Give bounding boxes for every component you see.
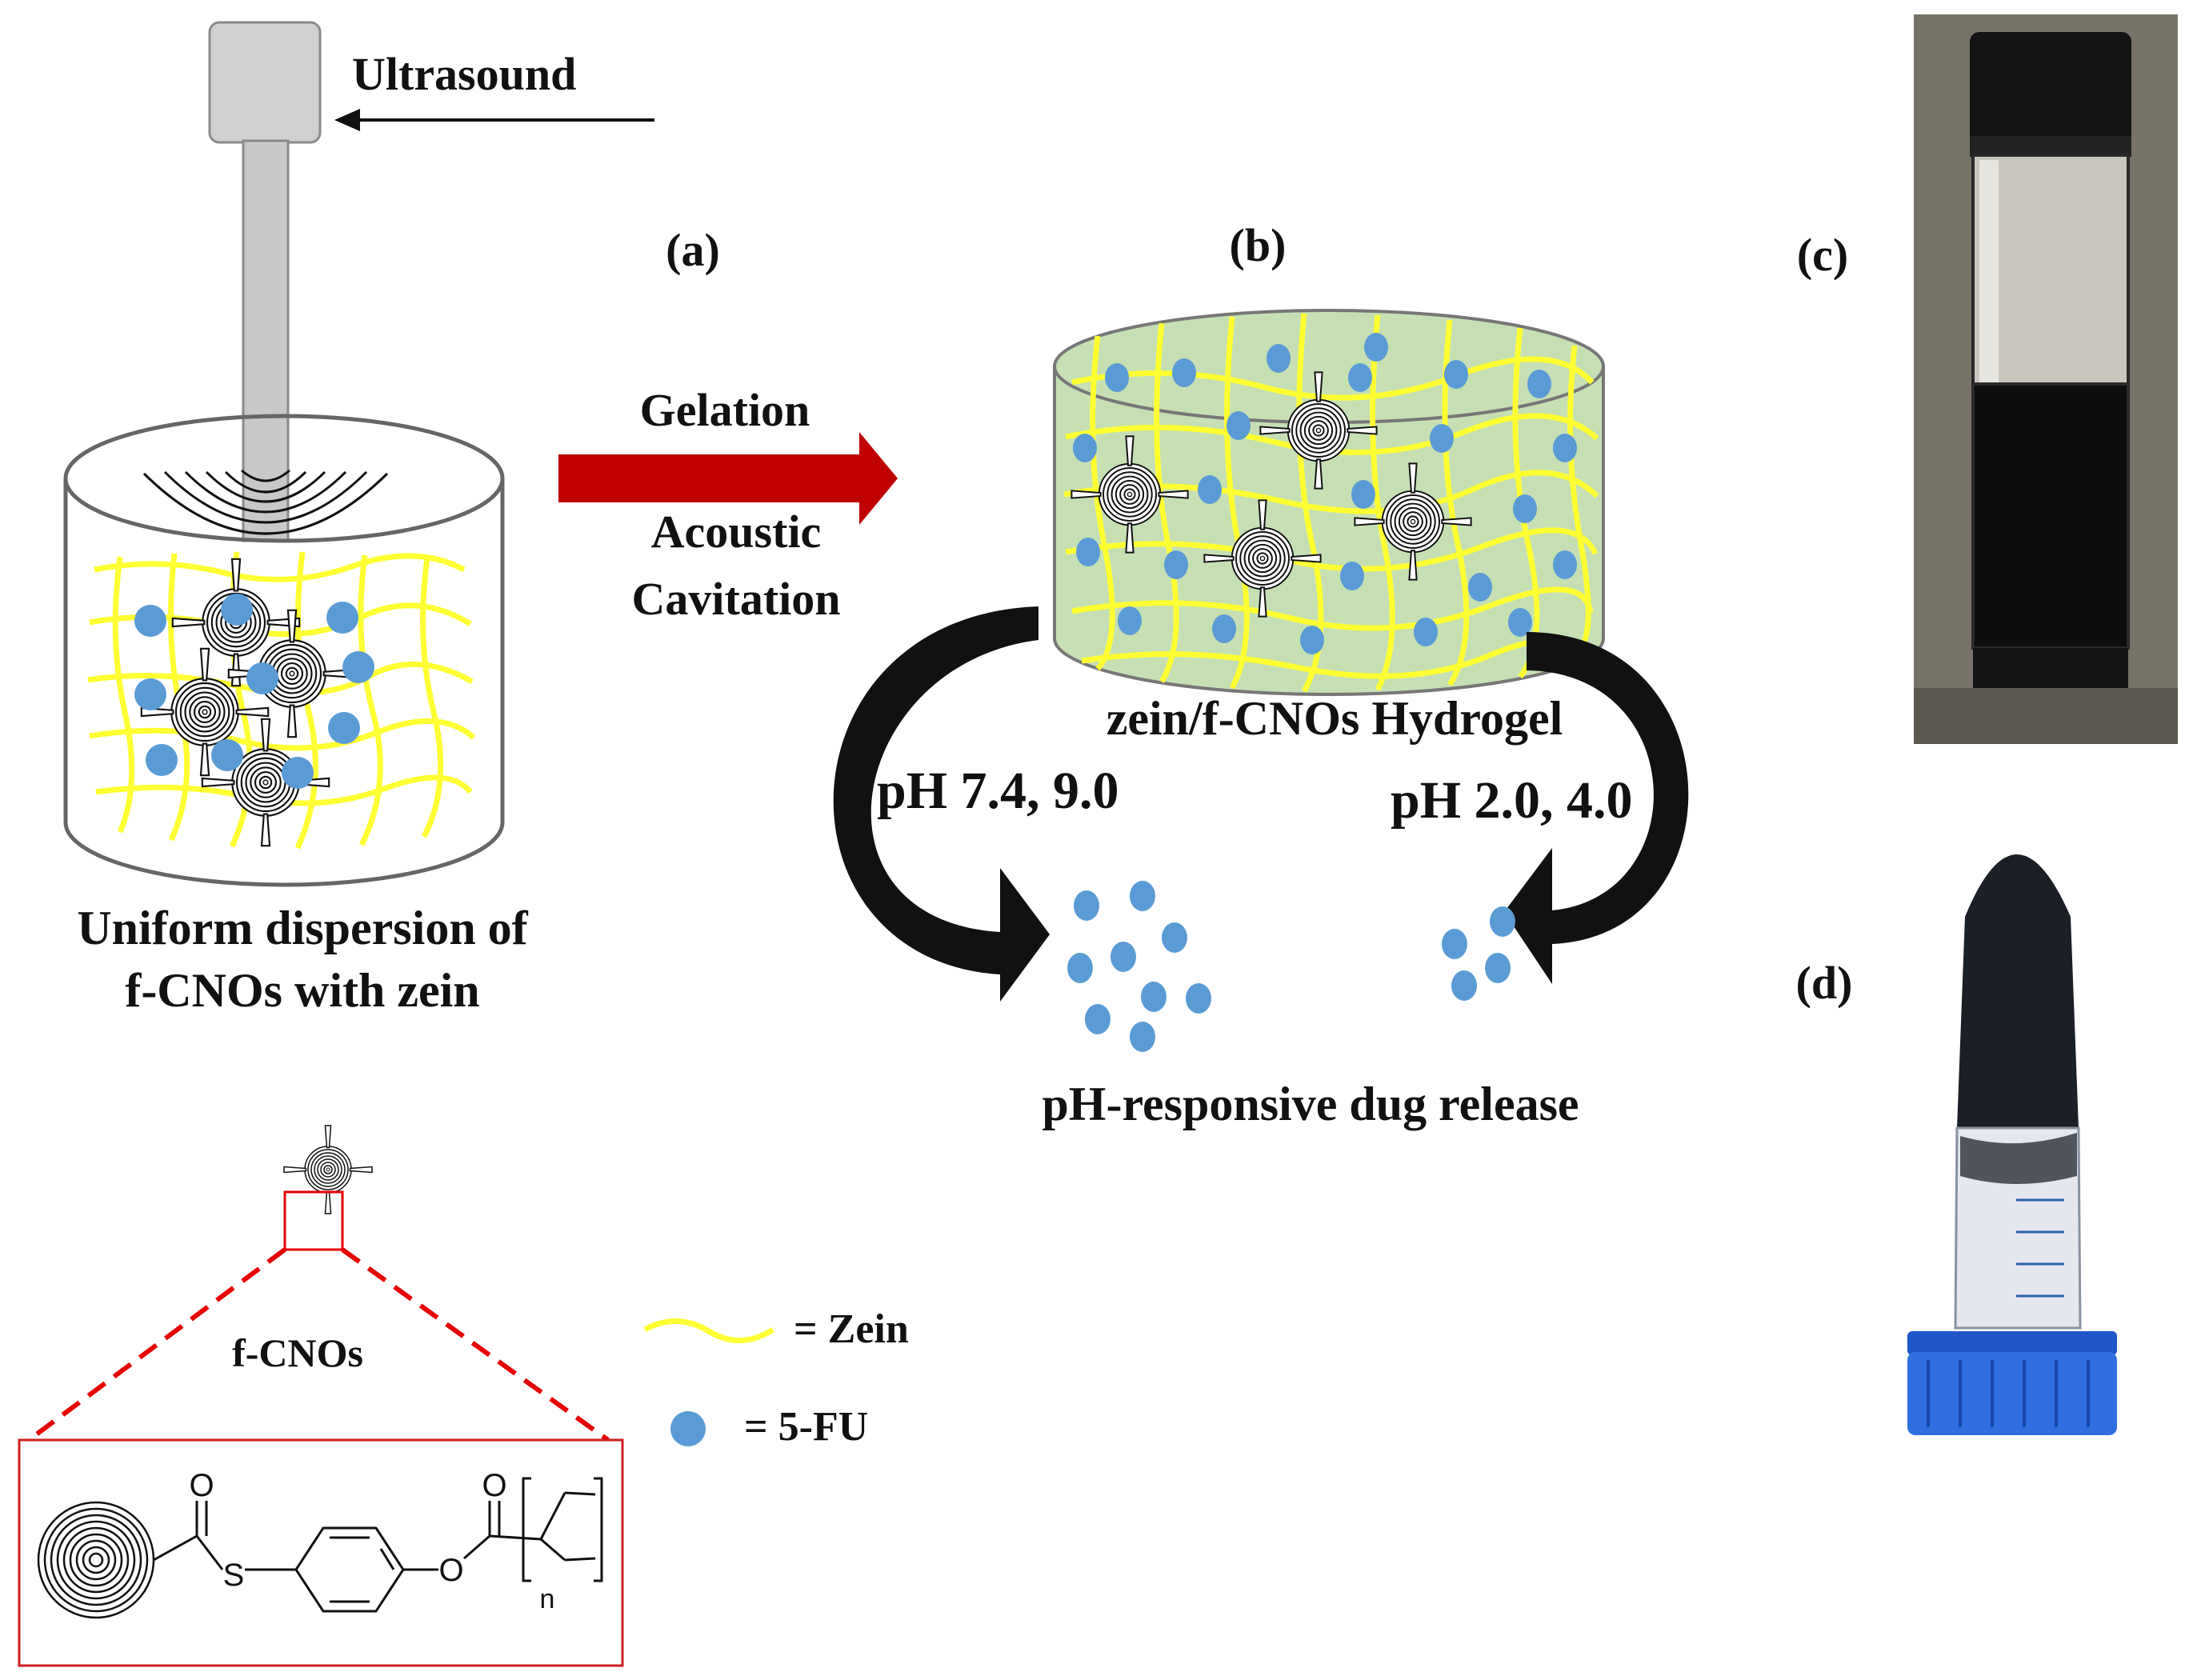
ultrasound-arrow — [334, 109, 654, 131]
dispersion-label-line1: Uniform dispersion of — [77, 902, 528, 954]
sound-waves — [142, 469, 389, 535]
ph-right-label: pH 2.0, 4.0 — [1391, 771, 1633, 830]
hydrogel-label: zein/f-CNOs Hydrogel — [1107, 692, 1563, 745]
fu-legend-dot — [670, 1411, 706, 1446]
atom-o2: O — [482, 1468, 506, 1503]
panel-label-c: (c) — [1797, 229, 1848, 281]
ultrasound-probe — [208, 21, 322, 542]
repeat-n: n — [540, 1584, 555, 1614]
legend-zein: = Zein — [794, 1306, 909, 1352]
panel-label-b: (b) — [1230, 219, 1287, 271]
atom-o3: O — [438, 1553, 463, 1588]
gelation-arrow — [558, 432, 898, 525]
photo-vial — [1914, 14, 2178, 744]
drug-dots-gel — [1073, 333, 1577, 654]
ph-left-label: pH 7.4, 9.0 — [877, 762, 1119, 820]
fcno-single — [283, 1125, 373, 1214]
cavitation-label: Cavitation — [632, 573, 841, 625]
release-arrow-right — [1504, 632, 1689, 984]
legend-5fu: = 5-FU — [744, 1404, 868, 1450]
acoustic-label: Acoustic — [651, 506, 822, 558]
beaker — [63, 414, 505, 887]
atom-o1: O — [189, 1468, 214, 1503]
atom-s: S — [223, 1558, 245, 1593]
bond-lines — [153, 1477, 603, 1613]
drug-dots-beaker — [134, 594, 374, 789]
fcnos-label: f-CNOs — [232, 1330, 363, 1375]
release-label: pH-responsive dug release — [1042, 1078, 1579, 1130]
photo-tube — [1904, 797, 2120, 1443]
released-drug-dots — [1067, 881, 1515, 1052]
zein-legend-swatch — [643, 1318, 774, 1343]
zoom-box — [283, 1190, 344, 1251]
panel-label-a: (a) — [666, 224, 720, 276]
structure-box — [18, 1438, 624, 1667]
release-arrow-left — [833, 606, 1050, 1002]
dispersion-label-line2: f-CNOs with zein — [125, 964, 479, 1017]
ultrasound-label: Ultrasound — [352, 48, 576, 100]
panel-label-d: (d) — [1796, 957, 1853, 1009]
zoom-lines — [27, 1247, 610, 1442]
gelation-label: Gelation — [640, 384, 810, 436]
cno-core-structure — [37, 1501, 155, 1619]
